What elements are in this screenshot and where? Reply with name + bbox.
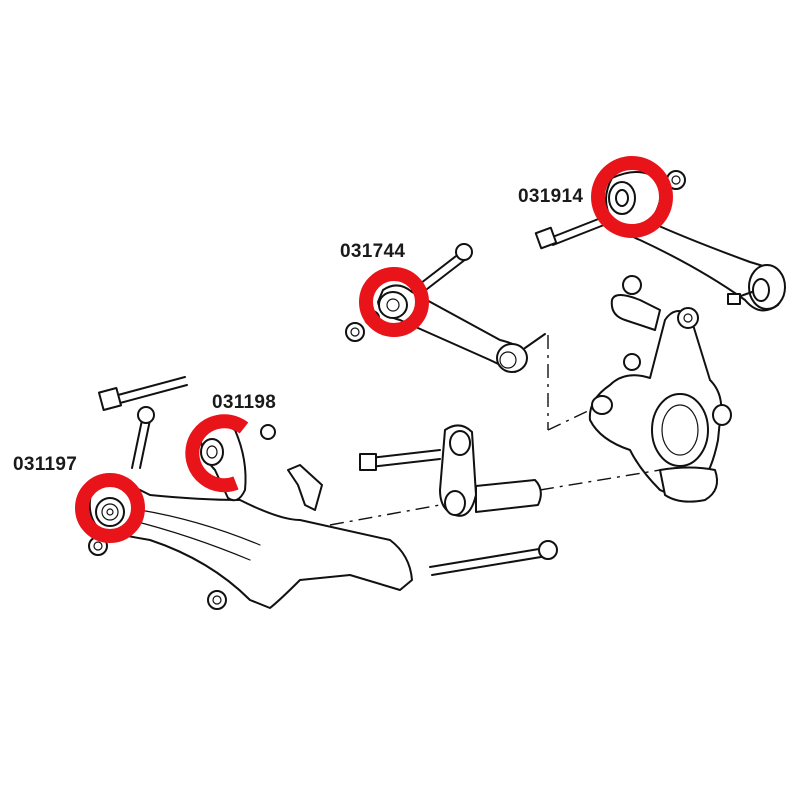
highlight-ring-031198 xyxy=(185,414,249,493)
alignment-line xyxy=(547,409,591,431)
callout-label-031198: 031198 xyxy=(212,392,277,413)
wheel-knuckle xyxy=(588,275,732,503)
callout-label-031914: 031914 xyxy=(518,186,584,207)
toe-link-arm xyxy=(345,243,546,373)
alignment-line xyxy=(539,469,661,491)
callout-label-031197: 031197 xyxy=(13,454,78,475)
highlight-ring-031744 xyxy=(359,267,429,337)
integral-link xyxy=(359,424,542,517)
callout-label-031744: 031744 xyxy=(340,241,406,262)
highlight-ring-031197 xyxy=(75,473,145,543)
upper-control-arm xyxy=(534,170,786,312)
highlight-ring-031914 xyxy=(591,156,673,238)
alignment-line xyxy=(329,504,441,526)
trailing-arm xyxy=(88,376,558,610)
